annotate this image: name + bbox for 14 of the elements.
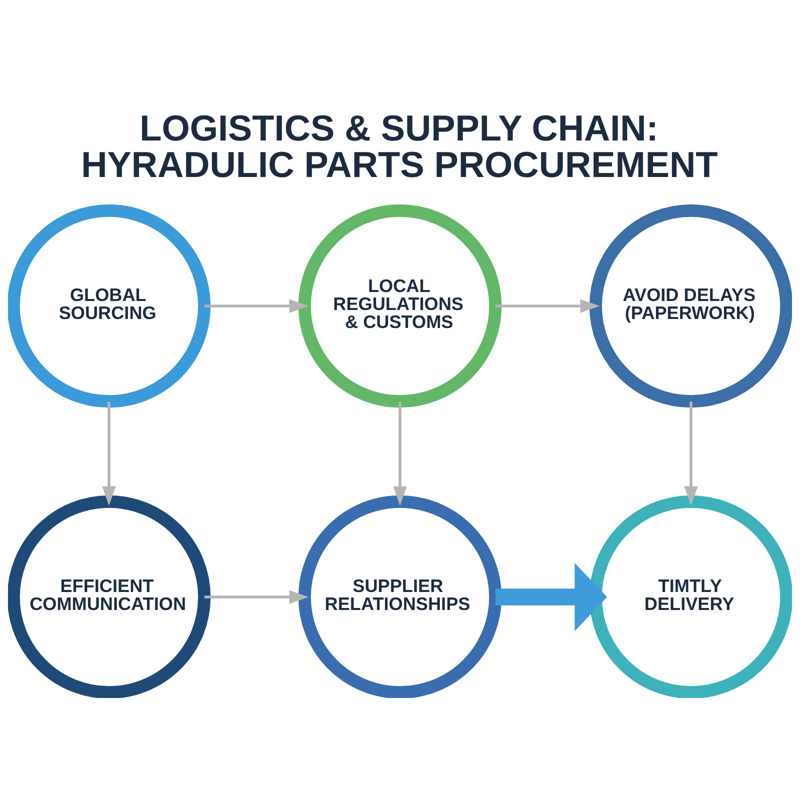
arrow	[684, 402, 698, 506]
arrow	[204, 299, 309, 313]
node-circle: GLOBAL SOURCING	[8, 204, 211, 408]
arrow	[102, 402, 116, 506]
arrow	[496, 563, 608, 632]
arrow	[204, 590, 309, 604]
node-circle: AVOID DELAYS (PAPERWORK)	[589, 204, 792, 408]
node-circle: EFFICIENT COMMUNICATION	[8, 495, 211, 698]
arrow	[393, 402, 407, 506]
node-circle: LOCAL REGULATIONS & CUSTOMS	[298, 204, 502, 408]
node-circle: TIMTLY DELIVERY	[589, 495, 792, 698]
node-circle: SUPPLIER RELATIONSHIPS	[298, 495, 502, 698]
arrow	[496, 299, 600, 313]
diagram-title: LOGISTICS & SUPPLY CHAIN: HYRADULIC PARTS PROCUREMENT	[81, 108, 718, 185]
